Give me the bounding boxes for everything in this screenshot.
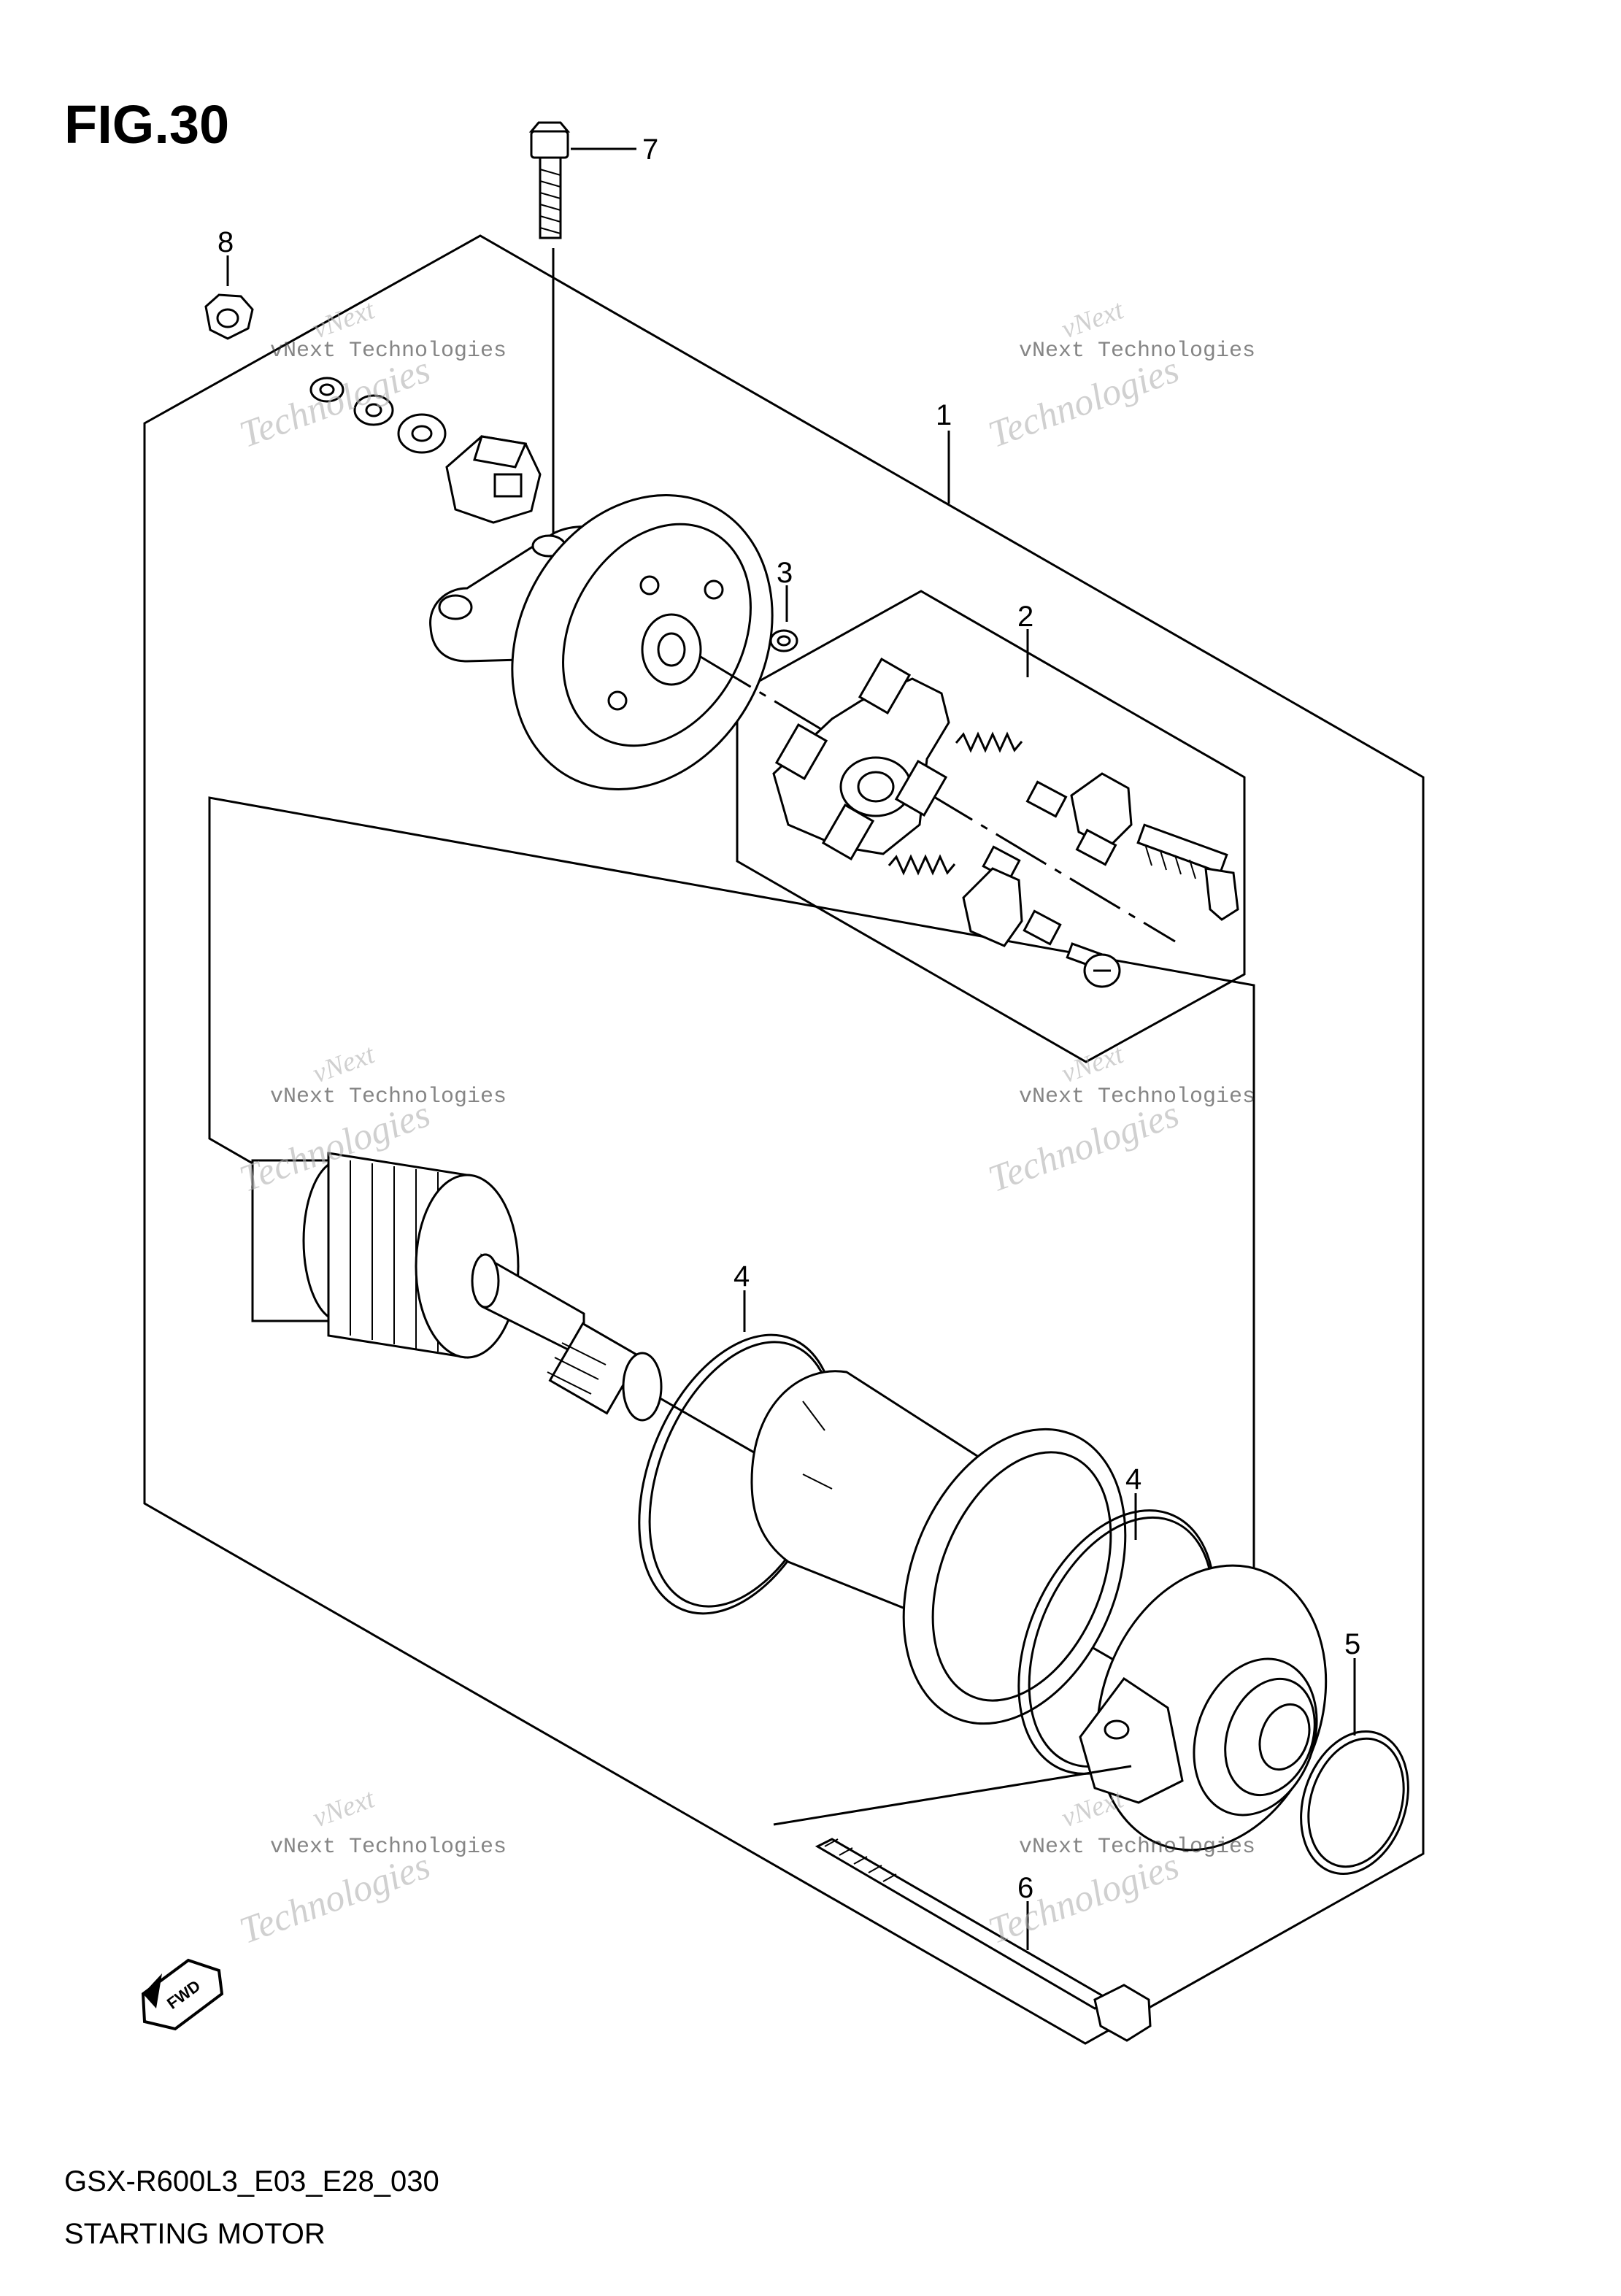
brush-lower[interactable]: [962, 845, 1062, 947]
watermark-4: vNext vNext Technologies Technologies: [983, 1039, 1255, 1201]
callout-label: 4: [734, 1260, 750, 1293]
callout-label: 3: [777, 557, 793, 589]
brush-spring-upper[interactable]: [955, 731, 1023, 753]
brush-spring-lower[interactable]: [887, 854, 956, 876]
drive-end-cover[interactable]: [1059, 1533, 1365, 1882]
nut-8[interactable]: [204, 293, 254, 340]
watermark-1: vNext vNext Technologies Technologies: [234, 294, 507, 456]
svg-text:vNext Technologies: vNext Technologies: [1019, 1835, 1255, 1860]
callout-label: 6: [1017, 1872, 1033, 1904]
svg-text:vNext Technologies: vNext Technologies: [270, 339, 507, 363]
diagram-code: GSX-R600L3_E03_E28_030: [64, 2165, 439, 2197]
callout-8[interactable]: 8: [217, 226, 234, 286]
terminal-bolt[interactable]: [1136, 823, 1239, 921]
callout-label: 1: [936, 399, 952, 431]
yoke-housing[interactable]: [750, 1370, 1166, 1757]
svg-text:vNext: vNext: [1058, 1039, 1128, 1090]
callout-label: 4: [1125, 1463, 1141, 1495]
svg-text:vNext Technologies: vNext Technologies: [1019, 339, 1255, 363]
callout-label: 5: [1344, 1628, 1360, 1660]
svg-text:vNext: vNext: [309, 1783, 380, 1834]
callout-4b[interactable]: 4: [1125, 1463, 1141, 1540]
svg-text:Technologies: Technologies: [983, 349, 1185, 456]
callout-label: 8: [217, 226, 234, 258]
washer-stack[interactable]: [309, 377, 447, 454]
callout-1[interactable]: 1: [936, 399, 952, 504]
callout-7[interactable]: 7: [571, 134, 658, 166]
callout-6[interactable]: 6: [1017, 1872, 1033, 1950]
o-ring-3[interactable]: [769, 629, 798, 652]
svg-text:vNext: vNext: [1058, 294, 1128, 345]
o-ring-5[interactable]: [1284, 1717, 1426, 1887]
callout-label: 2: [1017, 601, 1033, 633]
svg-text:vNext Technologies: vNext Technologies: [270, 1835, 507, 1860]
svg-text:vNext Technologies: vNext Technologies: [1019, 1085, 1255, 1109]
watermark-2: vNext vNext Technologies Technologies: [983, 294, 1255, 456]
callout-4a[interactable]: 4: [734, 1260, 750, 1332]
svg-text:vNext: vNext: [309, 294, 380, 345]
armature[interactable]: [251, 1152, 663, 1422]
brush-upper[interactable]: [1025, 772, 1133, 866]
callout-label: 7: [642, 134, 658, 166]
guide-line-lower: [773, 1765, 1132, 1826]
diagram-title: STARTING MOTOR: [64, 2218, 326, 2250]
callout-2[interactable]: 2: [1017, 601, 1033, 677]
callout-5[interactable]: 5: [1344, 1628, 1360, 1736]
brush-screw[interactable]: [1066, 942, 1121, 988]
bolt-7[interactable]: [528, 121, 571, 239]
figure-label: FIG.30: [64, 94, 229, 155]
end-cover[interactable]: [429, 450, 823, 836]
svg-text:Technologies: Technologies: [983, 1093, 1185, 1201]
svg-text:vNext: vNext: [1058, 1783, 1128, 1834]
watermark-5: vNext vNext Technologies Technologies: [234, 1783, 507, 1952]
svg-text:Technologies: Technologies: [983, 1845, 1185, 1952]
fwd-direction-badge: FWD: [141, 1958, 224, 2031]
svg-text:vNext: vNext: [309, 1039, 380, 1090]
brush-holder-plate[interactable]: [772, 657, 950, 861]
svg-text:vNext Technologies: vNext Technologies: [270, 1085, 507, 1109]
assembly-box-brush-holder: [736, 590, 1246, 1063]
svg-text:Technologies: Technologies: [234, 1845, 436, 1952]
through-bolt-6[interactable]: [815, 1838, 1152, 2042]
shaft-centerline-upper: [700, 655, 1176, 943]
callout-3[interactable]: 3: [777, 557, 793, 622]
assembly-box-main: [143, 234, 1425, 2045]
terminal-insulator[interactable]: [445, 435, 542, 524]
